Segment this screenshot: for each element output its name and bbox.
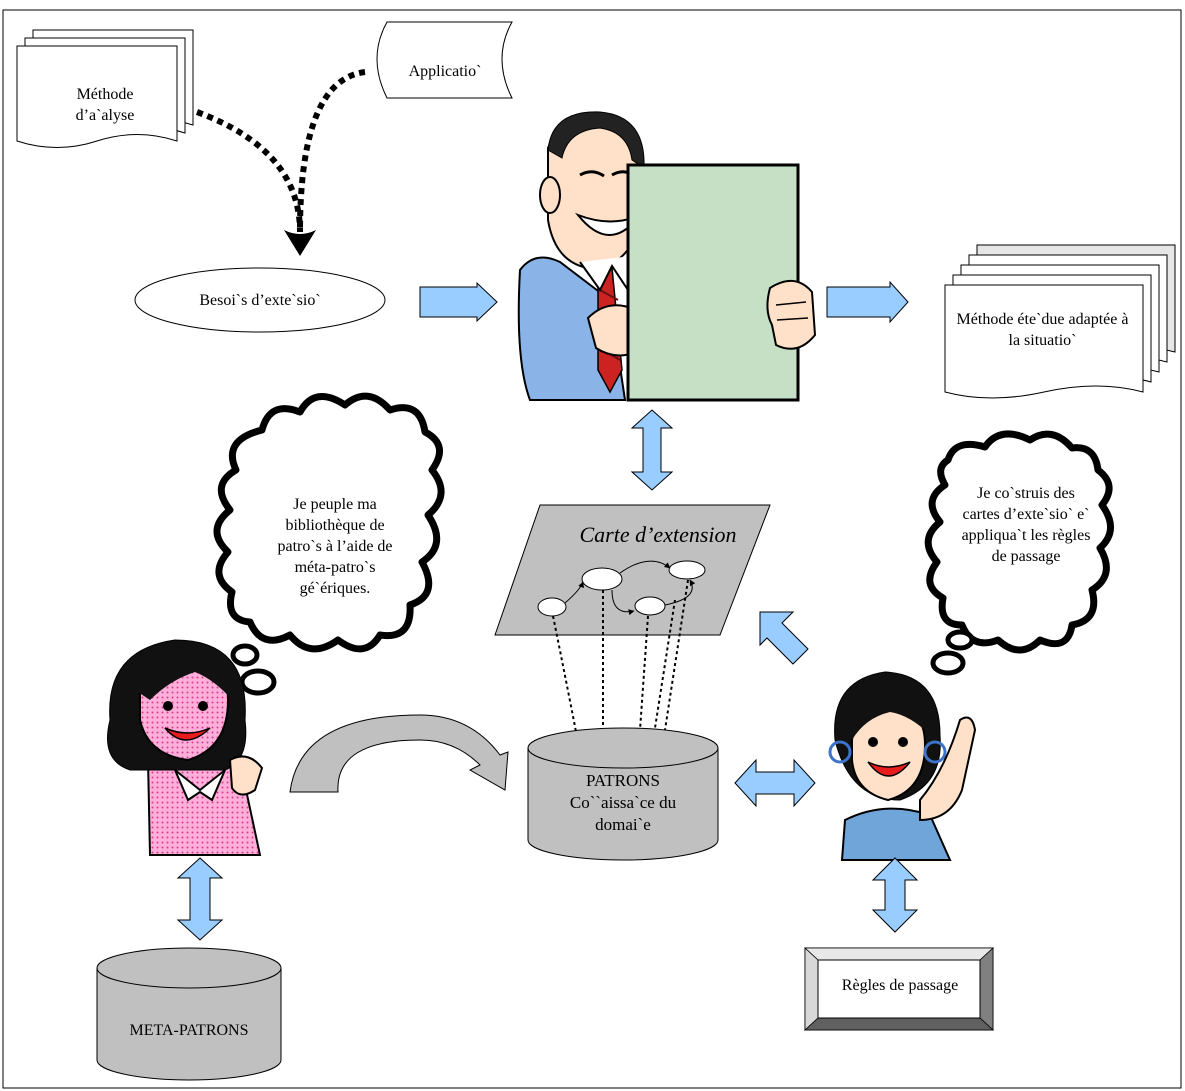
double-arrow-rules — [871, 857, 919, 933]
left-woman-illustration — [107, 639, 264, 856]
method-document-label: Méthode d’a`alyse — [75, 86, 135, 124]
application-label: Applicatio` — [408, 63, 482, 80]
rules-label: Règles de passage — [841, 977, 959, 994]
extension-map-title: Carte d’extension — [579, 522, 737, 547]
meta-patterns-label: META-PATRONS — [129, 1022, 249, 1039]
right-woman-illustration — [828, 671, 977, 861]
diagonal-arrow-to-map — [759, 611, 809, 665]
double-arrow-patterns-woman — [734, 758, 816, 808]
block-arrow-to-result — [826, 280, 909, 324]
green-document — [626, 163, 800, 402]
double-arrow-doc-map — [630, 409, 674, 491]
patterns-title: PATRONS — [585, 771, 661, 790]
curved-arrow-meta-to-patterns — [289, 714, 509, 793]
right-thought-text: Je co`struis des cartes d’exte`sio` e` a… — [961, 485, 1091, 565]
need-label: Besoi`s d’exte`sio` — [199, 292, 321, 309]
left-thought-cloud — [213, 392, 445, 653]
block-arrow-to-man — [419, 281, 498, 323]
man-right-hand — [766, 280, 817, 350]
map-graph — [537, 560, 706, 617]
map-to-patterns-links — [552, 579, 689, 745]
dotted-arrow-application — [297, 69, 366, 233]
outer-frame — [2, 9, 1182, 1089]
right-thought-cloud — [924, 430, 1114, 654]
meta-patterns-cylinder — [96, 947, 282, 1081]
left-thought-text: Je peuple ma bibliothèque de patro`s à l… — [277, 496, 393, 597]
man-with-document-illustration — [517, 111, 645, 401]
arrowhead-down — [284, 230, 316, 256]
rules-box — [803, 947, 995, 1031]
result-document-label: Méthode éte`due adaptée à la situatio` — [956, 311, 1129, 349]
result-document-stack — [944, 244, 1176, 399]
need-ellipse — [134, 267, 386, 333]
double-arrow-meta — [176, 857, 224, 941]
method-document-stack — [16, 29, 194, 148]
dotted-arrow-method — [195, 109, 303, 233]
patterns-cylinder — [527, 727, 719, 861]
patterns-subtitle: Co``aissa`ce du domai`e — [569, 793, 677, 834]
application-shape — [376, 21, 513, 99]
